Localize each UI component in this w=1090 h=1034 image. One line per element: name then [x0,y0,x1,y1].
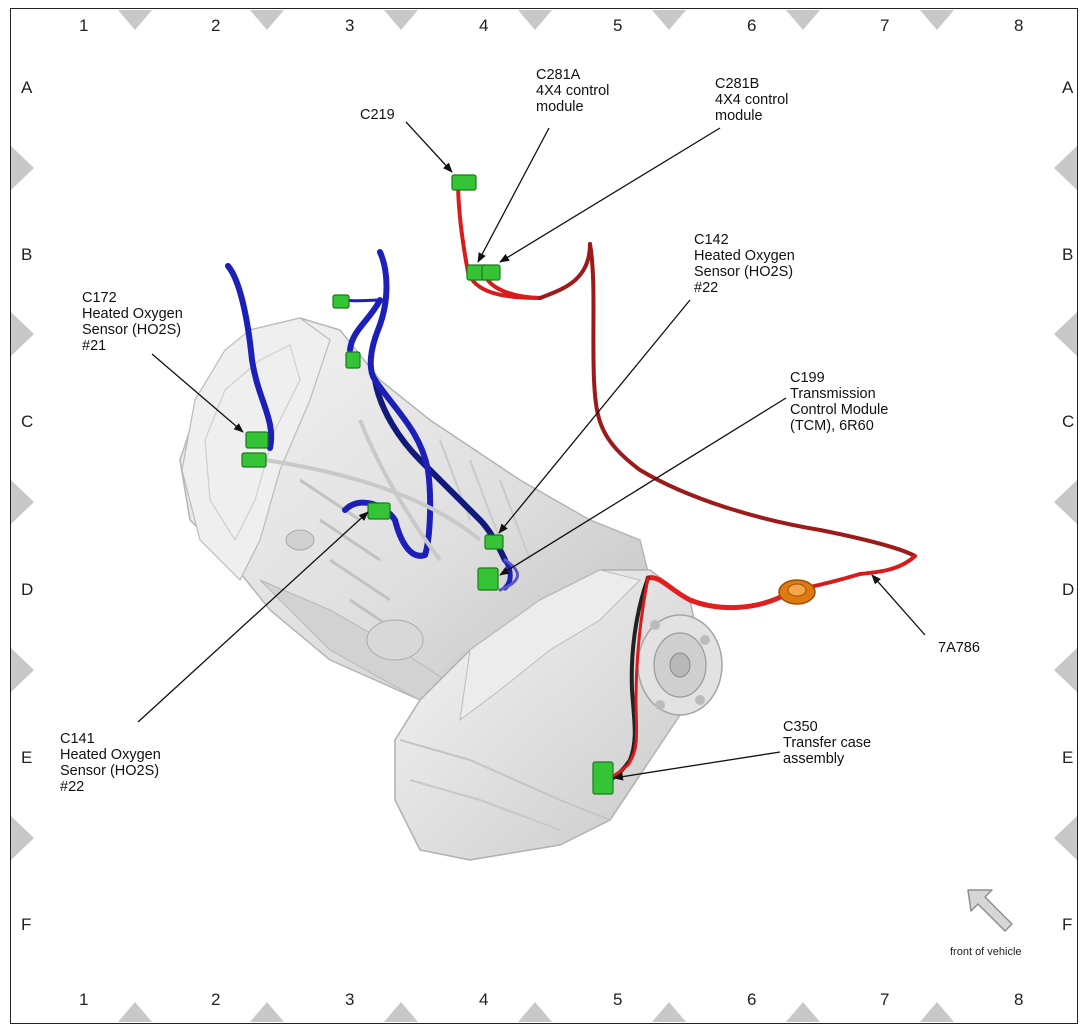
grid-row-left-d: D [21,580,34,599]
leader-7a786 [871,574,926,636]
callout-c281a-line2: module [536,99,584,115]
grid-col-bottom-1: 1 [79,990,89,1009]
grid-col-top-5: 5 [613,16,623,35]
callout-c199-id: C199 [790,370,825,386]
grid-row-right-f: F [1062,915,1073,934]
callout-c199: C199 Transmission Control Module (TCM), … [790,370,888,434]
callout-c281a-line1: 4X4 control [536,83,610,99]
leader-c281a [477,127,550,263]
connector-c142 [484,534,504,550]
callout-c172-line2: Sensor (HO2S) [82,322,182,338]
grid-row-right-e: E [1062,748,1074,767]
grid-row-right-d: D [1062,580,1075,599]
callout-c141: C141 Heated Oxygen Sensor (HO2S) #22 [60,731,161,795]
grid-row-left-c: C [21,412,34,431]
connector-c281b [481,264,501,281]
callout-c199-line2: Control Module [790,402,889,418]
callout-c350-id: C350 [783,719,818,735]
callout-c142-line3: #22 [694,280,719,296]
grid-col-bottom-2: 2 [211,990,221,1009]
leader-c199 [499,397,787,576]
grid-markers-right [1054,146,1077,860]
leader-c219 [405,121,453,173]
grid-col-bottom-6: 6 [747,990,757,1009]
grid-col-bottom-5: 5 [613,990,623,1009]
callout-c172-line1: Heated Oxygen [82,306,183,322]
grid-row-right-a: A [1062,78,1074,97]
grid-markers-bottom [118,1002,954,1022]
callout-c142-line2: Sensor (HO2S) [694,264,794,280]
callout-c172-id: C172 [82,290,117,306]
callout-c172: C172 Heated Oxygen Sensor (HO2S) #21 [82,290,183,354]
grid-col-top-4: 4 [479,16,489,35]
transfer-case [394,569,723,861]
leader-c281b [499,127,721,263]
callout-c350: C350 Transfer case assembly [783,719,871,767]
connector-c141 [367,502,391,520]
grid-markers-top [118,10,954,30]
connector-c199 [477,567,499,591]
connector-c219 [451,174,477,191]
diagram-frame [10,8,1078,1024]
front-arrow-icon [967,889,1013,932]
callout-c281b: C281B 4X4 control module [715,76,788,124]
callout-c142-id: C142 [694,232,729,248]
callout-c281b-line1: 4X4 control [715,92,789,108]
callout-c281a-id: C281A [536,67,581,83]
callout-c281b-line2: module [715,108,763,124]
callout-c350-line2: assembly [783,751,845,767]
grommet-7a786 [778,579,816,605]
leader-c141 [137,511,369,723]
connector-c350 [592,761,614,795]
callout-c219: C219 [360,107,395,123]
callout-c142-line1: Heated Oxygen [694,248,795,264]
grid-row-left-b: B [21,245,33,264]
grid-markers-left [11,146,34,860]
callout-c281b-id: C281B [715,76,760,92]
connector-sensor-top [332,294,350,309]
grid-col-bottom-8: 8 [1014,990,1024,1009]
grid-col-bottom-4: 4 [479,990,489,1009]
grid-row-left-e: E [21,748,33,767]
connectors [241,174,614,795]
leader-lines [137,121,926,781]
leader-c172 [151,353,244,433]
connector-c172-b [241,452,267,468]
callout-c141-id: C141 [60,731,95,747]
callout-c199-line3: (TCM), 6R60 [790,418,874,434]
grid-col-top-8: 8 [1014,16,1024,35]
callout-c141-line3: #22 [60,779,85,795]
grid-col-top-2: 2 [211,16,221,35]
callout-c350-line1: Transfer case [783,735,872,751]
leader-c142 [498,299,691,534]
leader-c350 [613,751,781,781]
callout-c142: C142 Heated Oxygen Sensor (HO2S) #22 [694,232,795,296]
callout-7a786: 7A786 [938,640,980,656]
grid-row-left-a: A [21,78,33,97]
connector-sensor-mid [345,351,361,369]
grid-col-bottom-3: 3 [345,990,355,1009]
grid-col-top-1: 1 [79,16,89,35]
cooler-lines [264,419,482,562]
callout-c199-line1: Transmission [790,386,876,402]
grid-col-bottom-7: 7 [880,990,890,1009]
grid-row-right-b: B [1062,245,1074,264]
grid-col-top-6: 6 [747,16,757,35]
grid-col-top-3: 3 [345,16,355,35]
grid-col-top-7: 7 [880,16,890,35]
front-of-vehicle-label: front of vehicle [950,946,1022,958]
grid-row-right-c: C [1062,412,1075,431]
callout-c141-line1: Heated Oxygen [60,747,161,763]
grid-row-left-f: F [21,915,32,934]
callout-c219-id: C219 [360,107,395,123]
callout-c281a: C281A 4X4 control module [536,67,609,115]
callout-c172-line3: #21 [82,338,107,354]
connector-c172-a [245,431,269,449]
callout-7a786-id: 7A786 [938,640,980,656]
callout-c141-line2: Sensor (HO2S) [60,763,160,779]
